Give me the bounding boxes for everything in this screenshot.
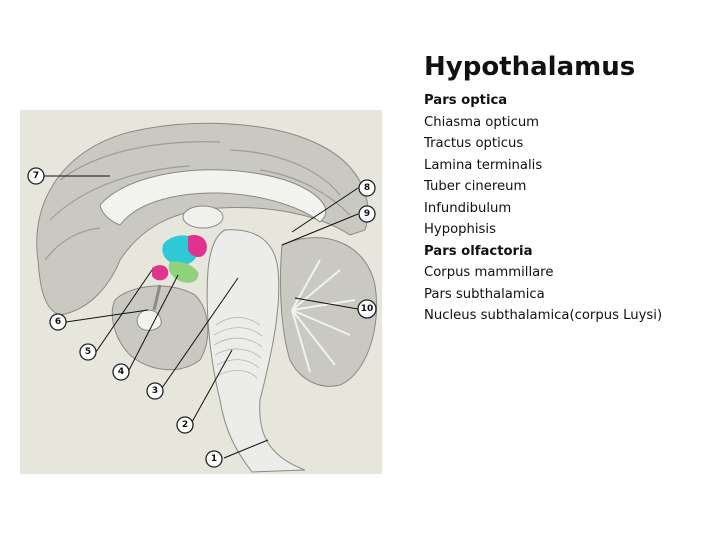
thalamus xyxy=(183,206,223,228)
label-8: 8 xyxy=(359,180,375,196)
svg-text:4: 4 xyxy=(118,367,124,377)
svg-text:9: 9 xyxy=(364,209,370,219)
label-3: 3 xyxy=(147,383,163,399)
term-pars-optica: Pars optica xyxy=(424,90,714,112)
label-2: 2 xyxy=(177,417,193,433)
term-infundibulum: Infundibulum xyxy=(424,198,714,220)
term-pars-olfactoria: Pars olfactoria xyxy=(424,241,714,263)
term-hypophisis: Hypophisis xyxy=(424,219,714,241)
label-7: 7 xyxy=(28,168,44,184)
term-tuber-cinereum: Tuber cinereum xyxy=(424,176,714,198)
svg-text:2: 2 xyxy=(182,420,188,430)
term-nucleus-subthalamica: Nucleus subthalamica(corpus Luysi) xyxy=(424,305,714,327)
term-corpus-mammillare: Corpus mammillare xyxy=(424,262,714,284)
brain-sagittal-illustration: 1 2 3 4 5 6 7 8 9 10 xyxy=(20,110,382,474)
svg-text:1: 1 xyxy=(211,454,217,464)
term-pars-subthalamica: Pars subthalamica xyxy=(424,284,714,306)
label-6: 6 xyxy=(50,314,66,330)
label-1: 1 xyxy=(206,451,222,467)
term-tractus-opticus: Tractus opticus xyxy=(424,133,714,155)
svg-text:5: 5 xyxy=(85,347,91,357)
svg-text:6: 6 xyxy=(55,317,61,327)
legend-text-block: Hypothalamus Pars optica Chiasma opticum… xyxy=(424,50,714,327)
term-chiasma-opticum: Chiasma opticum xyxy=(424,112,714,134)
term-lamina-terminalis: Lamina terminalis xyxy=(424,155,714,177)
slide-title: Hypothalamus xyxy=(424,50,714,84)
label-5: 5 xyxy=(80,344,96,360)
svg-text:8: 8 xyxy=(364,183,370,193)
label-9: 9 xyxy=(359,206,375,222)
label-10: 10 xyxy=(358,300,376,318)
svg-text:7: 7 xyxy=(33,171,39,181)
brain-diagram-svg: 1 2 3 4 5 6 7 8 9 10 xyxy=(20,110,382,474)
svg-text:3: 3 xyxy=(152,386,158,396)
hypothalamus-magenta-lower xyxy=(152,265,168,280)
label-4: 4 xyxy=(113,364,129,380)
svg-text:10: 10 xyxy=(361,304,374,314)
